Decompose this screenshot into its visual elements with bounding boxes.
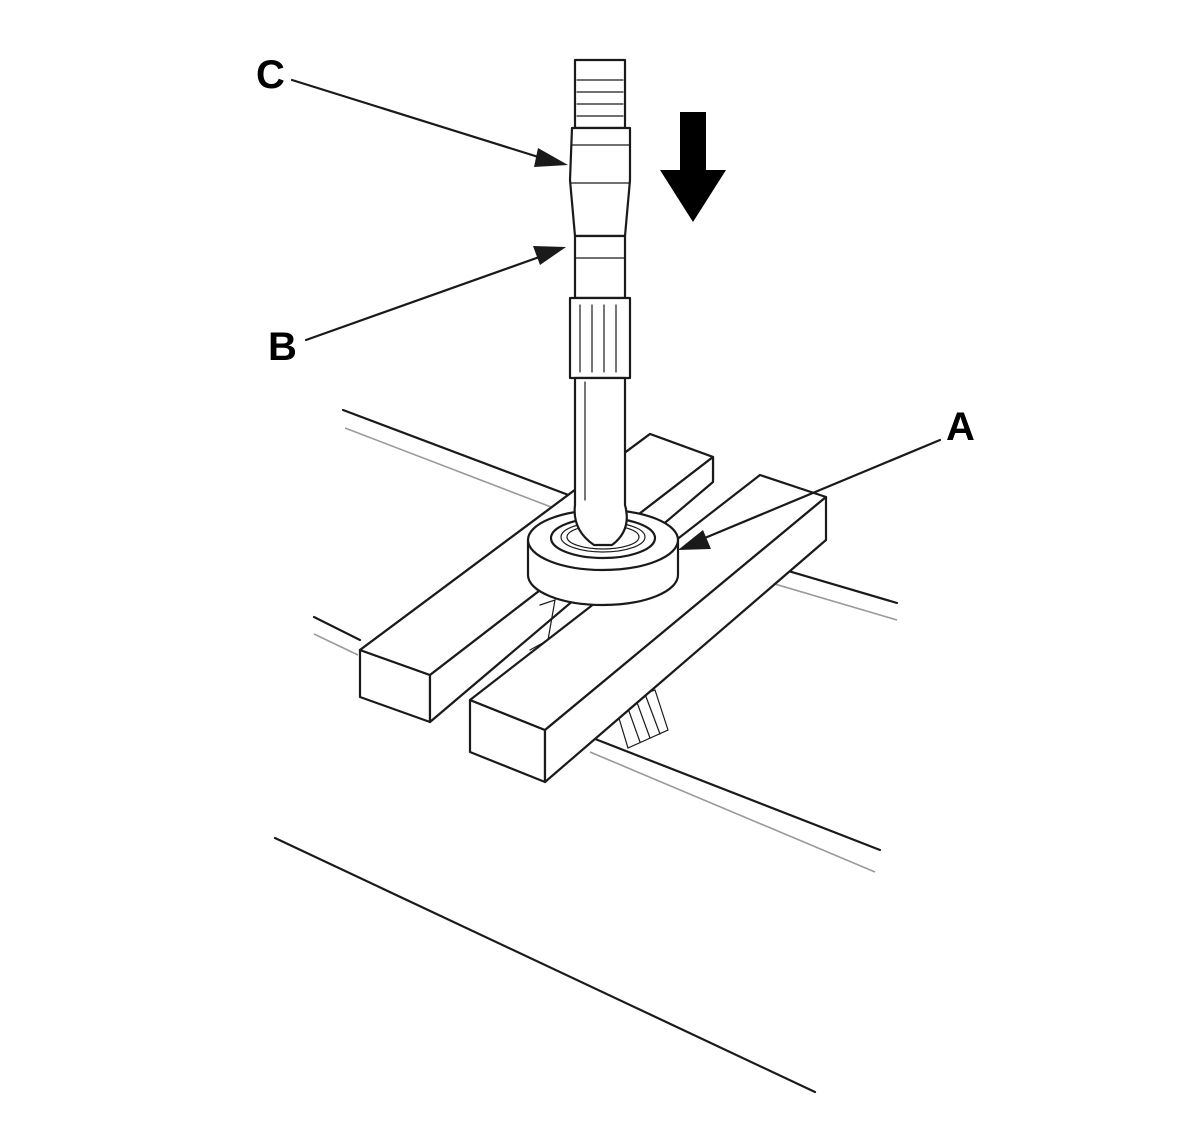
front-support-block bbox=[468, 473, 828, 784]
down-arrow-icon bbox=[660, 112, 726, 222]
driver-tool bbox=[568, 58, 632, 547]
callout-c: C bbox=[256, 53, 285, 97]
callout-b: B bbox=[268, 325, 297, 369]
leader-lines bbox=[290, 78, 942, 550]
callout-a: A bbox=[946, 405, 975, 449]
